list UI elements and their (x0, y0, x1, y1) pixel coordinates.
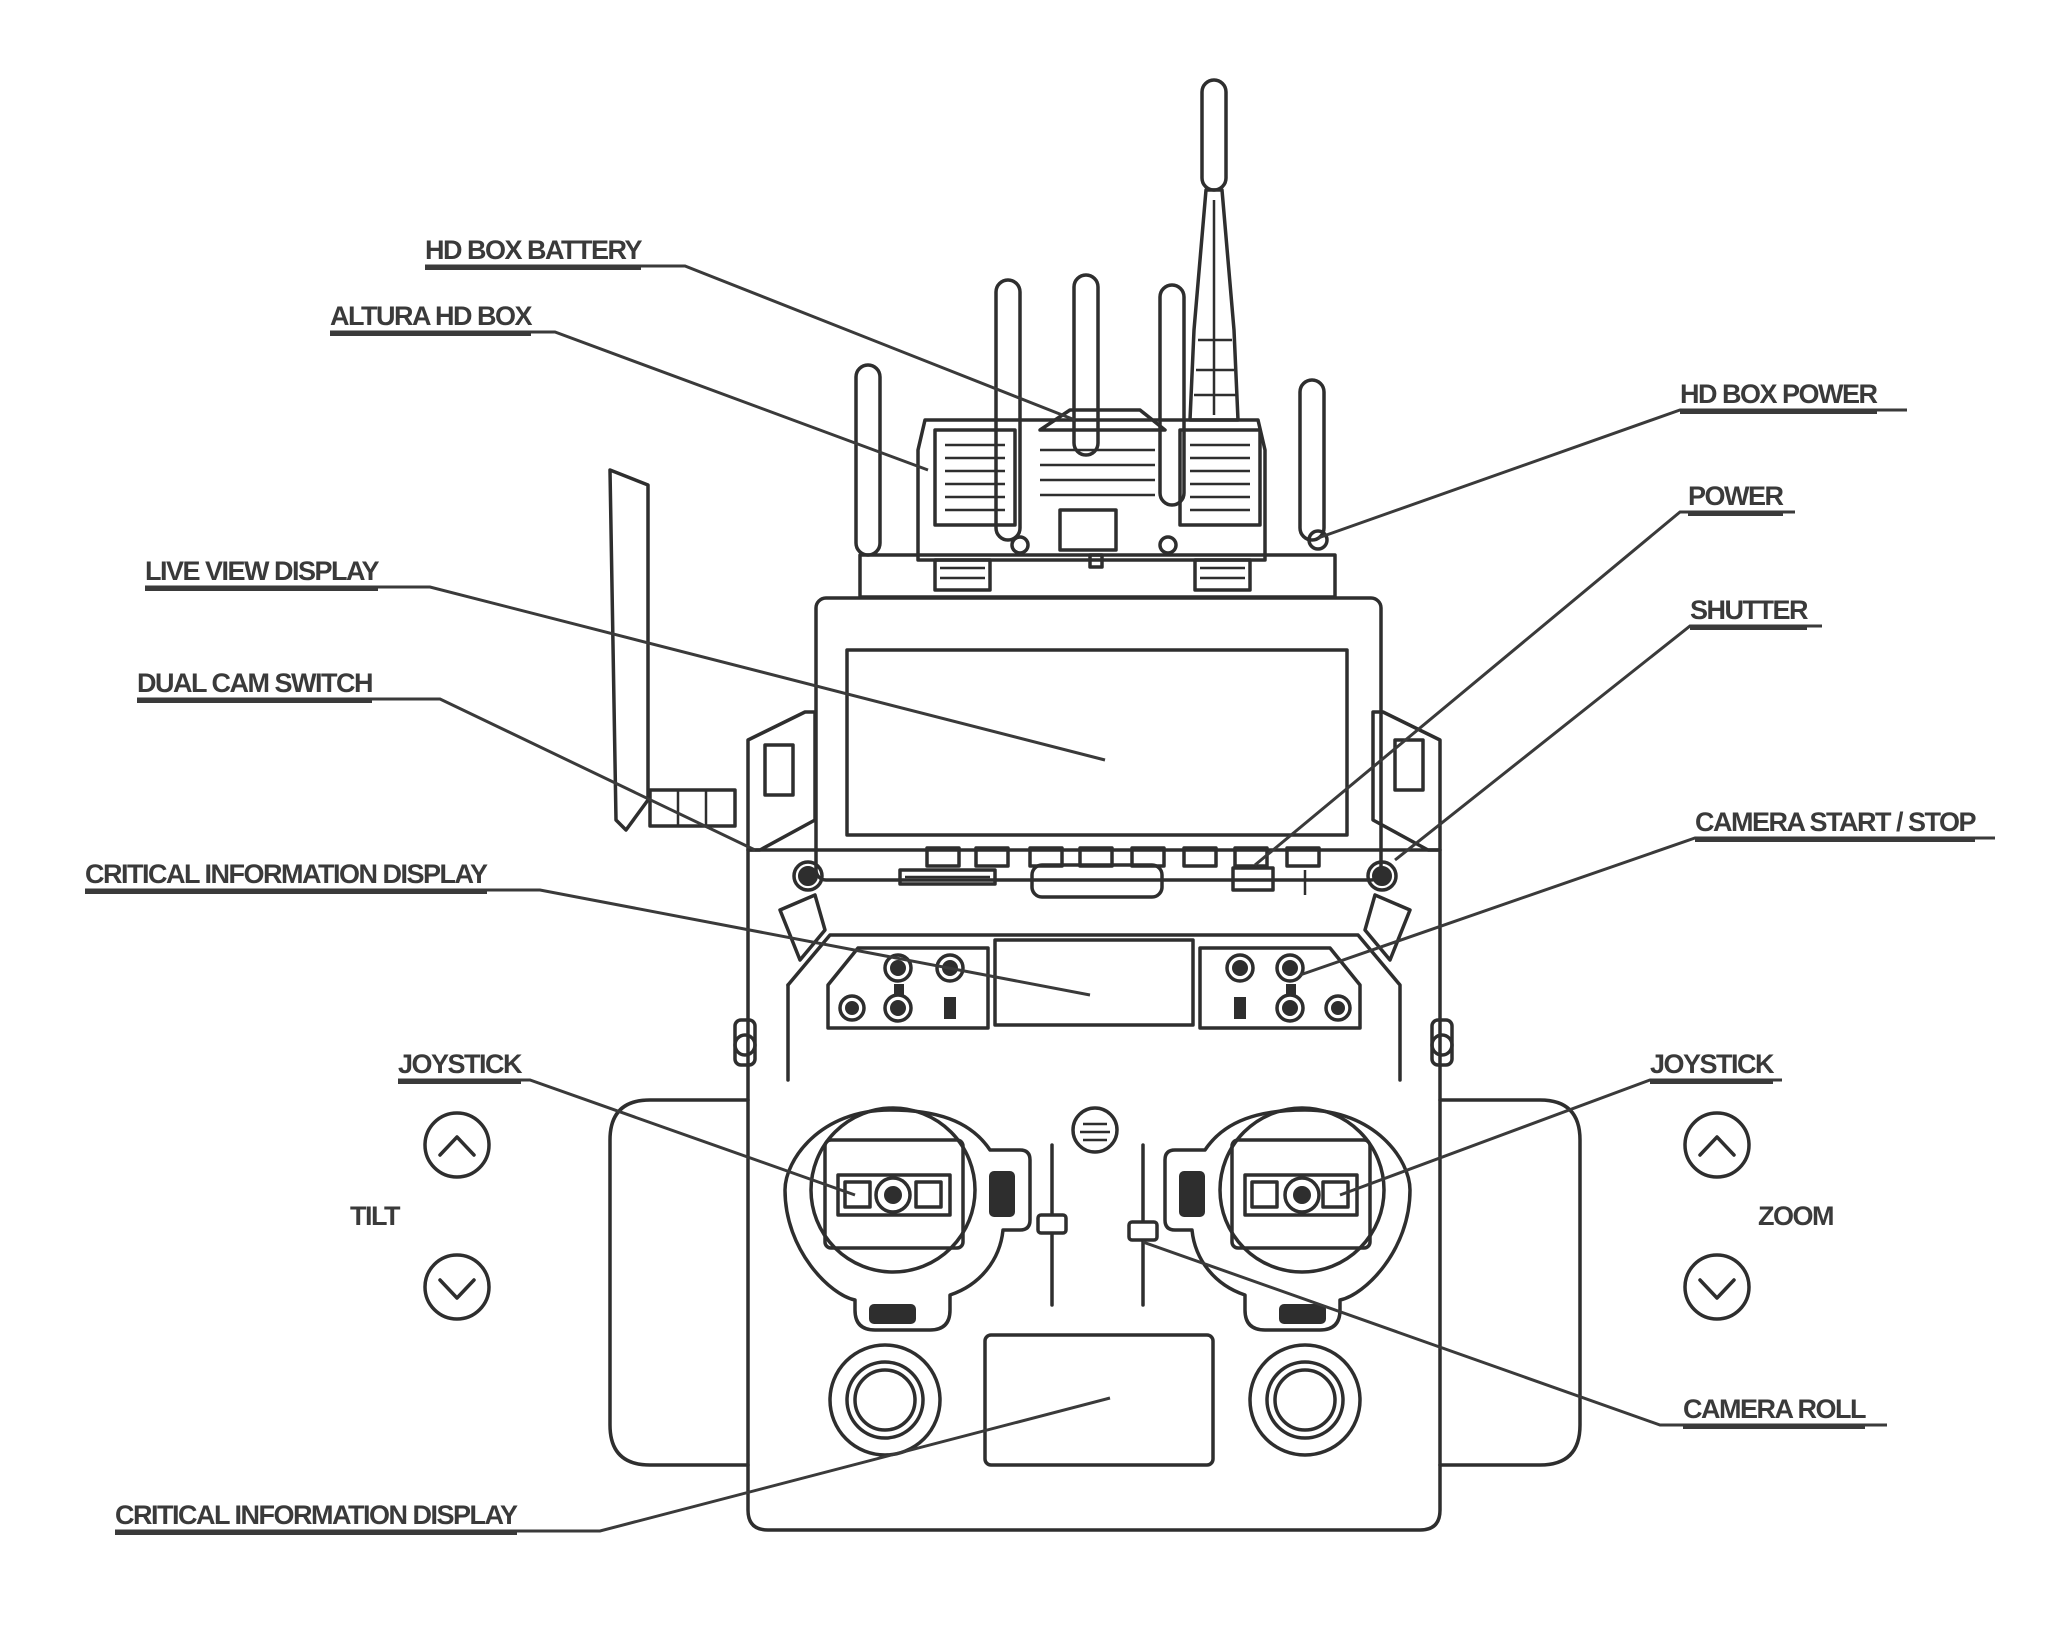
label-live-view-display: LIVE VIEW DISPLAY (145, 558, 380, 591)
controller-body (608, 848, 1582, 1532)
zoom-up-icon (1683, 1111, 1751, 1179)
live-view-screen (845, 648, 1349, 837)
live-view-monitor (746, 596, 1442, 899)
dual-cam-antenna (608, 468, 737, 832)
label-camera-start-stop: CAMERA START / STOP (1695, 809, 1977, 842)
critical-info-display-top (993, 938, 1195, 1027)
hd-box-battery (1038, 408, 1167, 432)
left-slider-handle (1036, 1213, 1068, 1235)
label-tilt: TILT (350, 1201, 400, 1231)
label-shutter: SHUTTER (1690, 597, 1809, 630)
label-altura-hd-box: ALTURA HD BOX (330, 303, 532, 336)
camera-start-stop-button (1282, 960, 1298, 976)
label-joystick-right: JOYSTICK (1650, 1051, 1775, 1084)
critical-info-display-bottom (983, 1333, 1215, 1467)
label-hd-box-power: HD BOX POWER (1680, 381, 1878, 414)
label-critical-info-display-bottom: CRITICAL INFORMATION DISPLAY (115, 1502, 518, 1535)
joystick-right (1163, 1106, 1412, 1332)
centre-controls (1036, 1106, 1159, 1307)
label-camera-roll: CAMERA ROLL (1683, 1396, 1866, 1429)
tilt-down-icon (423, 1253, 491, 1321)
label-hd-box-battery: HD BOX BATTERY (425, 237, 643, 270)
lower-controls (828, 1333, 1362, 1467)
label-power: POWER (1688, 483, 1784, 516)
leader-lines (85, 264, 1995, 1533)
camera-roll-slider-handle (1127, 1220, 1159, 1242)
monitor-power-button (1231, 866, 1275, 892)
hd-box-power-button (1307, 529, 1329, 551)
label-joystick-left: JOYSTICK (398, 1051, 523, 1084)
label-zoom: ZOOM (1758, 1201, 1835, 1231)
antenna-group (854, 78, 1326, 557)
label-critical-info-display-top: CRITICAL INFORMATION DISPLAY (85, 861, 488, 894)
hd-box-latch (1058, 508, 1118, 552)
tilt-up-icon (423, 1111, 491, 1179)
joystick-left (783, 1106, 1032, 1332)
zoom-down-icon (1683, 1253, 1751, 1321)
label-dual-cam-switch: DUAL CAM SWITCH (137, 670, 373, 703)
